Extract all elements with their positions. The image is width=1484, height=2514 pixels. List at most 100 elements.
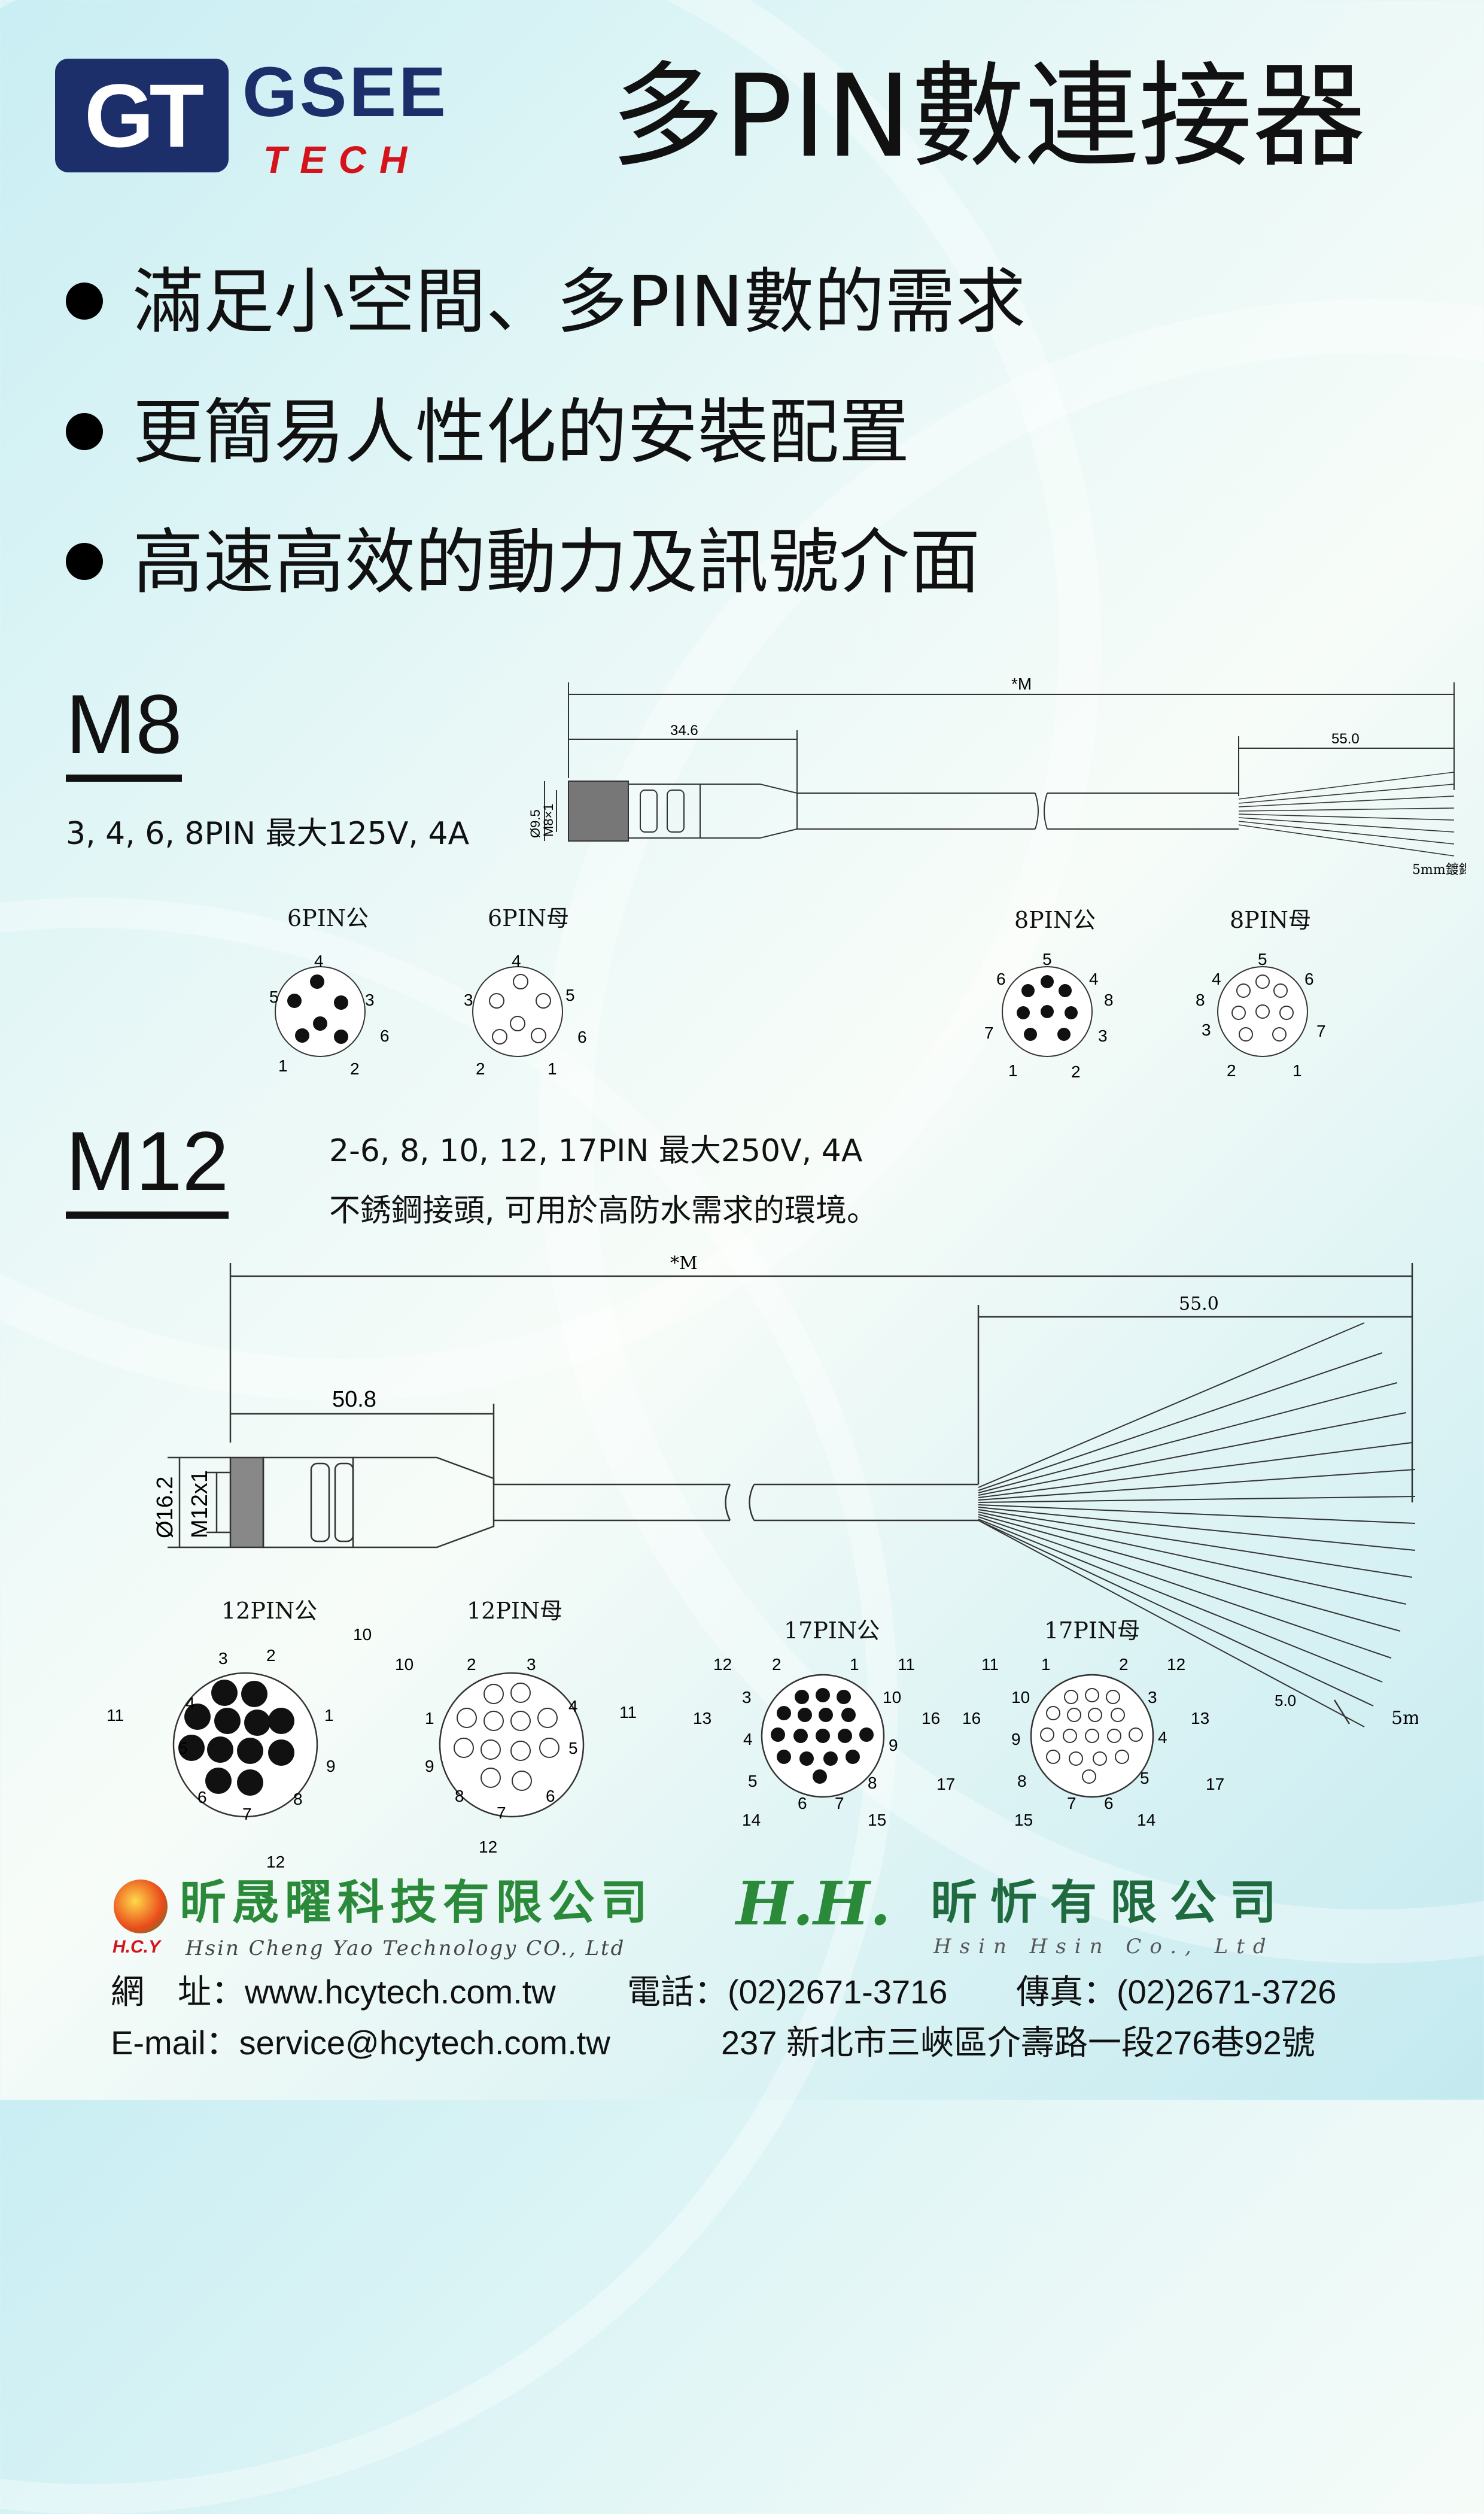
m12-tin-note: 5mm鍍錫 bbox=[1391, 1708, 1418, 1729]
pin-number: 2 bbox=[476, 1059, 485, 1078]
pin-number: 4 bbox=[743, 1730, 753, 1748]
pinout-label: 8PIN母 bbox=[1230, 907, 1312, 933]
m8-6pin-female-diagram: 4 3 5 6 2 1 bbox=[464, 952, 587, 1078]
pin-number: 5 bbox=[178, 1739, 188, 1757]
bullet-dot-icon bbox=[66, 412, 103, 450]
gt-logo-mark: GT bbox=[55, 59, 229, 172]
pin-number: 3 bbox=[742, 1688, 752, 1707]
pin-number: 7 bbox=[1316, 1022, 1326, 1040]
m12-note: 不銹鋼接頭, 可用於高防水需求的環境。 bbox=[329, 1193, 878, 1229]
m12-spec: 2-6, 8, 10, 12, 17PIN 最大250V, 4A bbox=[329, 1133, 863, 1169]
pin-number: 8 bbox=[455, 1787, 464, 1805]
pin-number: 8 bbox=[1104, 991, 1114, 1009]
pinout-label: 12PIN母 bbox=[467, 1598, 563, 1624]
pin-number: 10 bbox=[1011, 1688, 1030, 1707]
feature-text: 高速高效的動力及訊號介面 bbox=[133, 521, 981, 603]
m12-strip-length: 5.0 bbox=[1275, 1692, 1296, 1710]
pin-number: 15 bbox=[868, 1811, 886, 1829]
pin-number: 6 bbox=[546, 1787, 555, 1805]
pin-number: 4 bbox=[314, 952, 324, 970]
pin-number: 16 bbox=[962, 1709, 981, 1727]
pin-number: 4 bbox=[568, 1697, 578, 1716]
pin-number: 6 bbox=[1104, 1794, 1114, 1812]
pin-number: 11 bbox=[619, 1703, 637, 1721]
pin-number: 11 bbox=[898, 1655, 915, 1674]
pin-number: 2 bbox=[350, 1059, 360, 1078]
bullet-dot-icon bbox=[66, 282, 103, 320]
pin-number: 3 bbox=[464, 991, 473, 1009]
feature-bullet: 滿足小空間、多PIN數的需求 bbox=[66, 266, 1026, 337]
feature-bullet: 高速高效的動力及訊號介面 bbox=[66, 527, 980, 597]
fax: 傳真：(02)2671-3726 bbox=[1016, 1973, 1337, 2011]
m8-total-length: *M bbox=[1011, 675, 1032, 693]
logo-name: GSEE bbox=[242, 53, 448, 132]
page-title: 多PIN數連接器 bbox=[610, 50, 1366, 183]
m8-body-length: 34.6 bbox=[670, 722, 698, 739]
hh-company-name: 昕忻有限公司 bbox=[930, 1875, 1290, 1930]
pin-number: 5 bbox=[568, 1739, 578, 1757]
hh-logo-mark: H.H. bbox=[736, 1868, 891, 1939]
pin-number: 4 bbox=[1158, 1728, 1167, 1747]
hcy-company-en: Hsin Cheng Yao Technology CO., Ltd bbox=[186, 1936, 626, 1960]
pin-number: 7 bbox=[835, 1794, 844, 1812]
email[interactable]: E-mail：service@hcytech.com.tw bbox=[111, 2024, 610, 2061]
pin-number: 13 bbox=[693, 1709, 711, 1727]
pin-number: 14 bbox=[1137, 1811, 1155, 1829]
pin-number: 2 bbox=[467, 1655, 476, 1674]
pinout-label: 6PIN母 bbox=[488, 905, 570, 931]
pin-number: 9 bbox=[1011, 1730, 1021, 1748]
website[interactable]: 網 址：www.hcytech.com.tw bbox=[111, 1973, 556, 2011]
pin-number: 3 bbox=[365, 991, 375, 1009]
pin-number: 3 bbox=[1098, 1027, 1108, 1045]
m8-lead-length: 55.0 bbox=[1331, 731, 1360, 747]
m12-17pin-male-diagram: 12 2 1 11 3 10 13 16 4 9 5 8 17 6 7 14 1… bbox=[693, 1655, 955, 1829]
pin-number: 4 bbox=[512, 952, 521, 970]
pin-number: 16 bbox=[922, 1709, 940, 1727]
pin-number: 17 bbox=[1206, 1775, 1224, 1793]
pin-number: 4 bbox=[1212, 970, 1221, 988]
pin-number: 12 bbox=[479, 1838, 497, 1856]
pin-number: 6 bbox=[996, 970, 1006, 988]
pin-number: 12 bbox=[266, 1853, 285, 1871]
m12-total-length: *M bbox=[670, 1253, 698, 1274]
pin-number: 1 bbox=[850, 1655, 859, 1674]
pin-number: 14 bbox=[742, 1811, 761, 1829]
pinout-label: 17PIN公 bbox=[784, 1617, 880, 1644]
feature-text: 滿足小空間、多PIN數的需求 bbox=[133, 260, 1026, 343]
pin-number: 6 bbox=[577, 1028, 587, 1046]
pin-number: 3 bbox=[1202, 1021, 1211, 1039]
m12-12pin-male-diagram: 10 3 2 4 11 1 5 9 6 7 8 12 bbox=[107, 1628, 372, 1871]
pin-number: 15 bbox=[1014, 1811, 1033, 1829]
pin-number: 7 bbox=[984, 1024, 994, 1042]
pin-number: 8 bbox=[1017, 1772, 1027, 1790]
pin-number: 3 bbox=[218, 1649, 228, 1668]
pin-number: 9 bbox=[326, 1757, 336, 1775]
pin-number: 11 bbox=[107, 1706, 124, 1724]
pin-number: 12 bbox=[1167, 1655, 1185, 1674]
m12-diameter: Ø16.2 bbox=[153, 1476, 178, 1538]
pin-number: 1 bbox=[278, 1056, 288, 1075]
pin-number: 4 bbox=[1089, 970, 1099, 988]
pin-number: 1 bbox=[1008, 1061, 1018, 1080]
pin-number: 4 bbox=[186, 1694, 195, 1713]
pin-number: 2 bbox=[266, 1646, 276, 1665]
pin-number: 1 bbox=[1041, 1655, 1051, 1674]
pin-number: 17 bbox=[936, 1775, 955, 1793]
hh-company-en: Hsin Hsin Co., Ltd bbox=[933, 1935, 1275, 1959]
pin-number: 1 bbox=[324, 1706, 334, 1724]
m12-17pin-female-diagram: 11 1 2 12 10 3 16 13 9 4 8 5 17 7 6 15 1… bbox=[962, 1655, 1224, 1829]
logo-subtitle: TECH bbox=[263, 138, 421, 181]
hcy-logo-icon bbox=[114, 1880, 168, 1933]
pin-number: 3 bbox=[527, 1655, 536, 1674]
pinout-label: 12PIN公 bbox=[221, 1598, 318, 1624]
m8-tin-note: 5mm鍍錫 bbox=[1412, 863, 1466, 878]
m8-thread: M8×1 bbox=[541, 803, 556, 837]
pin-number: 10 bbox=[883, 1688, 901, 1707]
pin-number: 13 bbox=[1191, 1709, 1209, 1727]
pin-number: 1 bbox=[548, 1059, 557, 1078]
pin-number: 7 bbox=[1067, 1794, 1076, 1812]
pin-number: 8 bbox=[868, 1774, 877, 1792]
m12-body-length: 50.8 bbox=[332, 1387, 376, 1412]
pin-number: 10 bbox=[395, 1655, 413, 1674]
pin-number: 12 bbox=[713, 1655, 732, 1674]
